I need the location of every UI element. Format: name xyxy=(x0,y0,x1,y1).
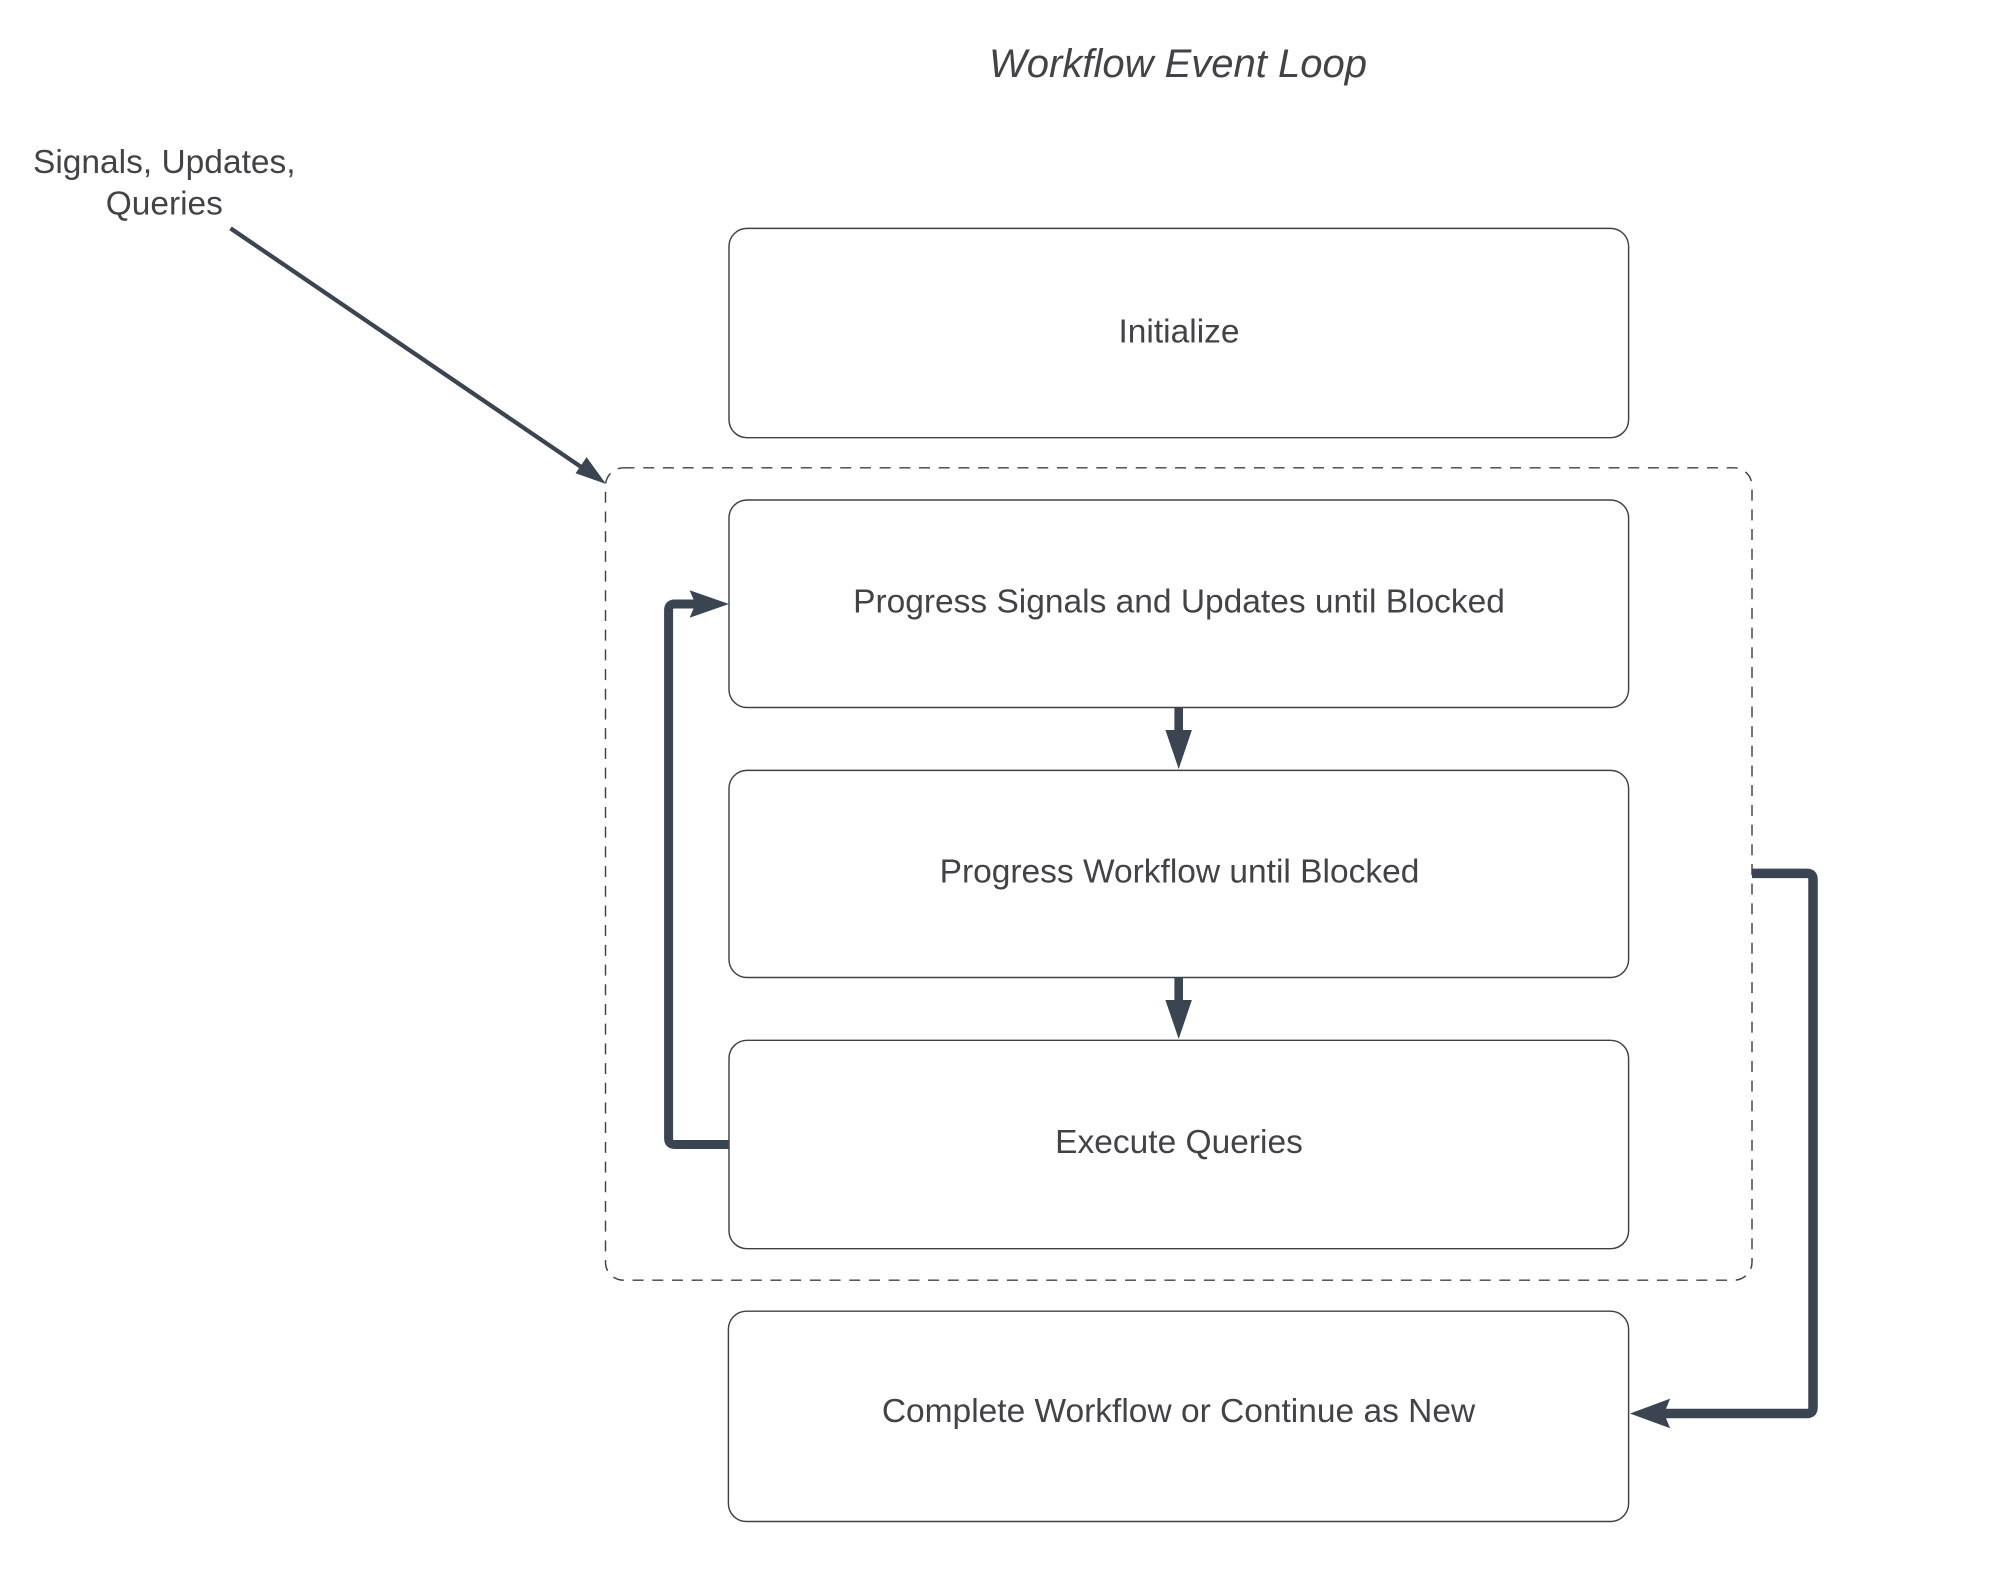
svg-text:Execute Queries: Execute Queries xyxy=(1055,1124,1303,1161)
svg-text:Workflow Event Loop: Workflow Event Loop xyxy=(989,42,1367,86)
svg-text:Signals, Updates,: Signals, Updates, xyxy=(33,144,296,181)
svg-text:Complete Workflow or Continue: Complete Workflow or Continue as New xyxy=(882,1393,1476,1430)
svg-text:Progress Workflow until Blocke: Progress Workflow until Blocked xyxy=(940,853,1420,890)
svg-text:Queries: Queries xyxy=(106,185,223,222)
svg-text:Progress Signals and Updates u: Progress Signals and Updates until Block… xyxy=(853,584,1505,621)
svg-text:Initialize: Initialize xyxy=(1118,314,1239,351)
